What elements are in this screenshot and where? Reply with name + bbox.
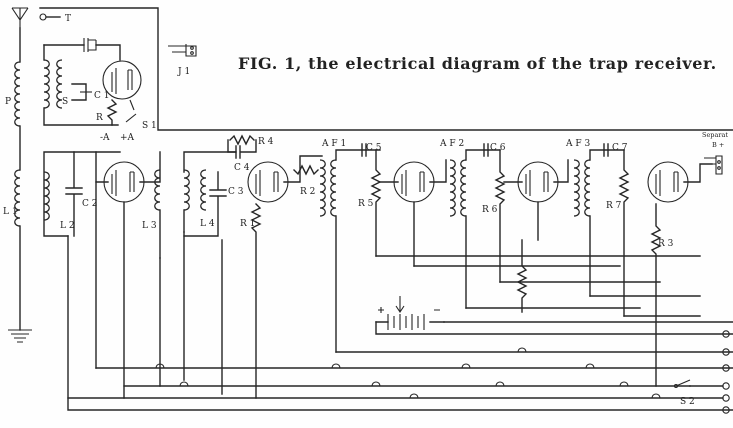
coil-s — [43, 44, 119, 126]
label-b-plus: B + — [712, 141, 724, 149]
transformer-af1 — [319, 149, 381, 353]
grid-leak-wire — [43, 44, 121, 61]
label-r7: R 7 — [606, 201, 622, 211]
resistor-r2 — [293, 164, 319, 176]
label-plus-a: +A — [120, 133, 135, 143]
capacitor-c1 — [71, 83, 92, 101]
label-c1: C 1 — [94, 91, 109, 101]
label-l2: L 2 — [60, 221, 75, 231]
resistor-r5 — [370, 149, 382, 257]
switch-s1-icon — [125, 99, 137, 123]
vacuum-tube-trap — [102, 60, 142, 100]
resistor-r3 — [650, 203, 662, 387]
vacuum-tube-output — [647, 161, 689, 203]
label-l1: L 1 — [3, 207, 18, 217]
vacuum-tube-af1 — [393, 161, 435, 203]
label-r6: R 6 — [482, 205, 498, 215]
label-c4: C 4 — [234, 163, 250, 173]
label-af1: A F 1 — [321, 139, 346, 149]
capacitor-c4 — [227, 139, 257, 159]
primary-coil-p — [14, 27, 21, 171]
coil-l4 — [200, 169, 207, 211]
bus-wire-2 — [375, 321, 733, 335]
capacitor-c2 — [65, 151, 83, 237]
vacuum-tube-af2 — [517, 161, 559, 203]
jack-j1-icon — [168, 44, 197, 57]
capacitor-c6 — [483, 143, 489, 157]
resistor-r — [106, 99, 118, 126]
ground-icon — [8, 329, 32, 343]
terminal-leads — [689, 385, 724, 399]
transformer-af3 — [573, 149, 625, 297]
resistor-r6 — [494, 149, 506, 283]
label-r4: R 4 — [258, 137, 274, 147]
label-c5: C 5 — [366, 143, 382, 153]
af1-tube-wires — [379, 159, 447, 267]
resistor-r1 — [250, 203, 262, 399]
vacuum-tube-rf — [103, 161, 145, 203]
label-s1: S 1 — [142, 121, 157, 131]
figure-caption: FIG. 1, the electrical diagram of the tr… — [238, 54, 717, 73]
bus-wire-ground — [67, 235, 733, 411]
label-p: P — [5, 97, 11, 107]
label-r1: R 1 — [240, 219, 255, 229]
vertical-drop-wires — [95, 181, 223, 395]
label-j1: J 1 — [177, 67, 190, 77]
resistor-r7 — [618, 149, 630, 317]
transformer-af2 — [449, 149, 501, 309]
vacuum-tube-detector — [247, 161, 289, 203]
antenna-icon — [11, 7, 29, 28]
resistor-r4 — [229, 134, 255, 146]
internal-wires — [375, 255, 701, 317]
terminal-t — [39, 13, 61, 21]
switch-s2-icon — [673, 379, 691, 389]
label-r: R — [96, 113, 103, 123]
wire-crossovers — [155, 347, 661, 399]
coil-l2 — [43, 171, 50, 221]
label-r3: R 3 — [658, 239, 674, 249]
label-l3: L 3 — [142, 221, 157, 231]
coil-l1 — [14, 169, 21, 331]
label-s: S — [62, 97, 68, 107]
resistor-vertical-mid — [516, 239, 528, 313]
label-c3: C 3 — [228, 187, 244, 197]
output-terminals — [722, 330, 730, 414]
label-c7: C 7 — [612, 143, 628, 153]
label-t: T — [65, 14, 71, 24]
capacitor-c3 — [183, 171, 227, 237]
label-separate: Separat — [702, 131, 728, 139]
label-l4: L 4 — [200, 219, 215, 229]
label-af3: A F 3 — [565, 139, 590, 149]
label-r5: R 5 — [358, 199, 374, 209]
coil-l3 — [154, 169, 190, 259]
b-supply-wire-top — [39, 7, 733, 131]
capacitor-c5 — [361, 143, 367, 157]
label-c6: C 6 — [490, 143, 506, 153]
capacitor-grid — [83, 38, 97, 52]
label-s2: S 2 — [680, 397, 695, 407]
capacitor-c7 — [603, 143, 609, 157]
label-c2: C 2 — [82, 199, 97, 209]
af2-tube-wires — [503, 159, 569, 241]
label-minus-a: -A — [100, 133, 110, 143]
label-af2: A F 2 — [439, 139, 464, 149]
label-r2: R 2 — [300, 187, 315, 197]
output-jack-icon — [704, 155, 723, 175]
battery-icon — [375, 296, 445, 330]
